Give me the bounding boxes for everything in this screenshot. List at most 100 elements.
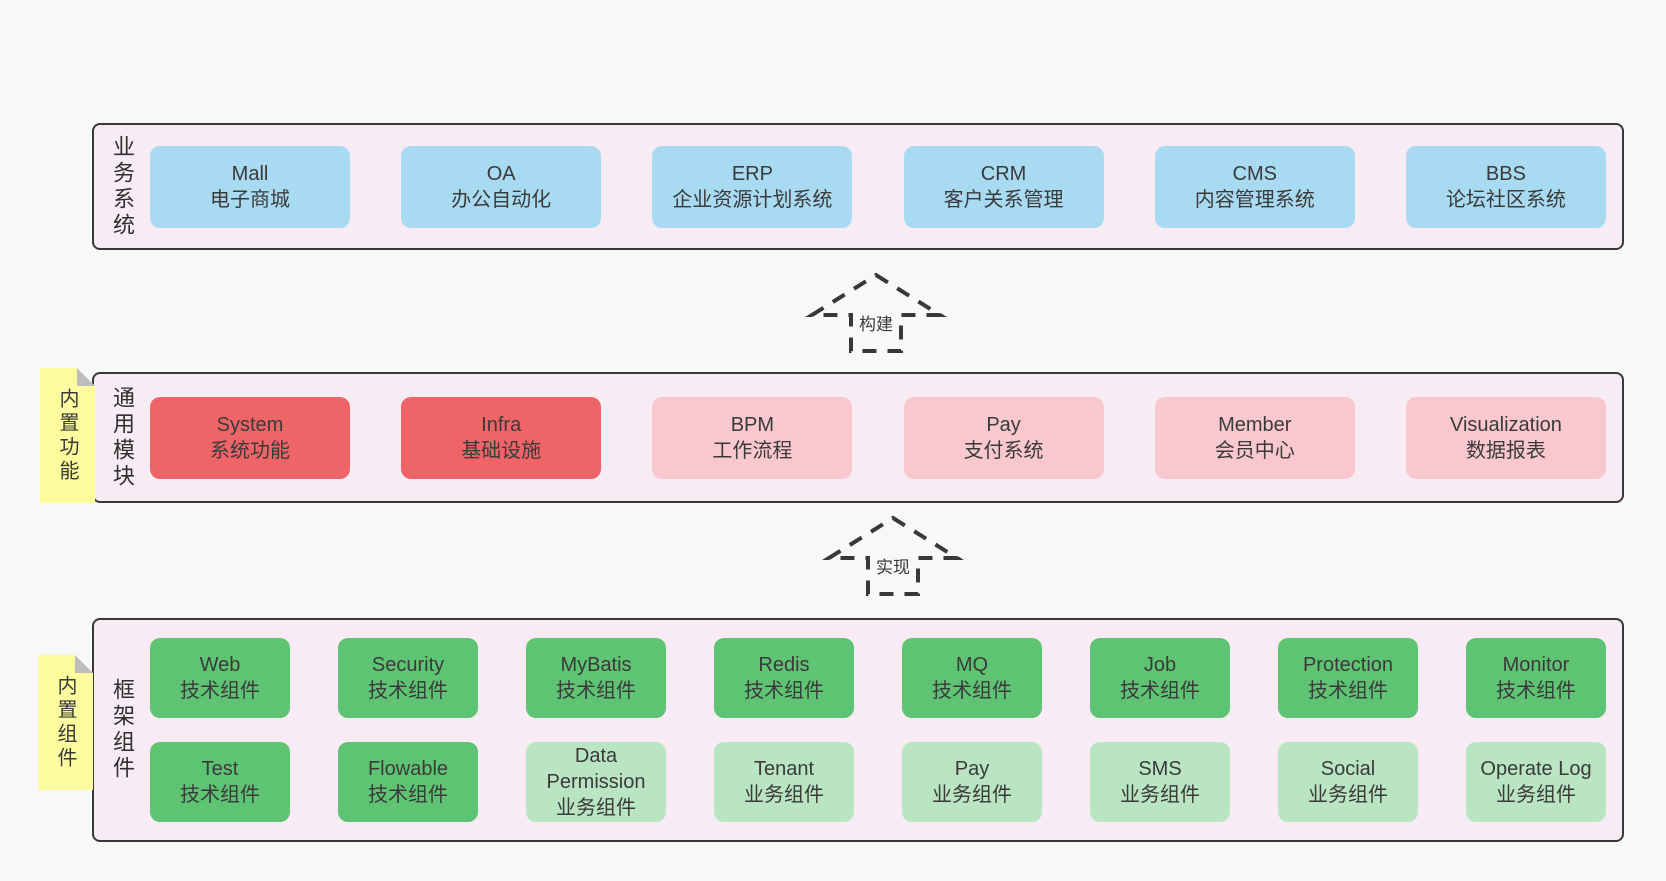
box-subtitle: 系统功能 bbox=[210, 439, 290, 462]
box-security: Security 技术组件 bbox=[338, 638, 478, 718]
box-title: Security bbox=[371, 654, 445, 676]
note-text: 内置功能 bbox=[56, 387, 78, 484]
box-title: Tenant bbox=[753, 758, 815, 780]
box-subtitle: 业务组件 bbox=[1308, 784, 1388, 806]
box-subtitle: 数据报表 bbox=[1465, 439, 1546, 462]
box-redis: Redis 技术组件 bbox=[714, 638, 854, 718]
box-pay-biz: Pay 业务组件 bbox=[902, 742, 1042, 822]
box-bbs: BBS 论坛社区系统 bbox=[1405, 145, 1606, 228]
box-subtitle: 客户关系管理 bbox=[943, 188, 1064, 211]
box-subtitle: 技术组件 bbox=[180, 680, 260, 702]
box-subtitle: 支付系统 bbox=[963, 439, 1044, 462]
box-title: Social bbox=[1320, 758, 1376, 780]
box-flowable: Flowable 技术组件 bbox=[338, 742, 478, 822]
note-fold-icon bbox=[75, 655, 93, 673]
box-tenant: Tenant 业务组件 bbox=[714, 742, 854, 822]
layer-business-systems: 业务系统 Mall 电子商城 OA 办公自动化 ERP 企业资源计划系统 CRM… bbox=[92, 123, 1624, 250]
box-subtitle: 技术组件 bbox=[180, 784, 260, 806]
box-subtitle: 技术组件 bbox=[368, 784, 448, 806]
box-subtitle: 办公自动化 bbox=[451, 188, 552, 211]
box-subtitle: 基础设施 bbox=[461, 439, 542, 462]
box-mq: MQ 技术组件 bbox=[902, 638, 1042, 718]
box-subtitle: 会员中心 bbox=[1214, 439, 1295, 462]
box-title: MQ bbox=[955, 654, 989, 676]
box-subtitle: 电子商城 bbox=[210, 188, 290, 211]
box-oa: OA 办公自动化 bbox=[401, 145, 602, 228]
box-mall: Mall 电子商城 bbox=[150, 145, 350, 228]
box-subtitle: 业务组件 bbox=[556, 797, 636, 819]
layer-common-modules: 通用模块 System 系统功能 Infra 基础设施 BPM 工作流程 Pay… bbox=[92, 372, 1624, 503]
box-title: Member bbox=[1218, 413, 1292, 436]
box-subtitle: 技术组件 bbox=[1120, 680, 1200, 702]
layer-modules-label-text: 通用模块 bbox=[110, 385, 135, 490]
box-title: Redis bbox=[758, 654, 810, 676]
business-boxes: Mall 电子商城 OA 办公自动化 ERP 企业资源计划系统 CRM 客户关系… bbox=[150, 125, 1622, 248]
box-system: System 系统功能 bbox=[150, 396, 350, 479]
arrow-build-label: 构建 bbox=[855, 310, 897, 335]
box-pay: Pay 支付系统 bbox=[903, 396, 1104, 479]
box-title: System bbox=[216, 413, 284, 436]
box-subtitle: 技术组件 bbox=[556, 680, 636, 702]
box-title: Mall bbox=[231, 162, 269, 185]
box-title: Web bbox=[199, 654, 241, 676]
component-row-business: Test 技术组件 Flowable 技术组件 Data Permission … bbox=[150, 742, 1606, 822]
box-infra: Infra 基础设施 bbox=[401, 396, 602, 479]
arrow-implement: 实现 bbox=[822, 514, 964, 598]
box-title: Operate Log bbox=[1480, 758, 1592, 780]
box-title: Pay bbox=[986, 413, 1021, 436]
box-title: Test bbox=[201, 758, 239, 780]
layer-components-label: 框架组件 bbox=[94, 620, 150, 840]
box-subtitle: 技术组件 bbox=[368, 680, 448, 702]
box-visualization: Visualization 数据报表 bbox=[1405, 396, 1606, 479]
module-boxes: System 系统功能 Infra 基础设施 BPM 工作流程 Pay 支付系统… bbox=[150, 374, 1622, 501]
layer-framework-components: 框架组件 Web 技术组件 Security 技术组件 MyBatis 技术组件… bbox=[92, 618, 1624, 842]
up-arrow-icon bbox=[805, 272, 947, 353]
sticky-note-built-in-features: 内置功能 bbox=[40, 368, 95, 503]
box-crm: CRM 客户关系管理 bbox=[903, 145, 1104, 228]
box-test: Test 技术组件 bbox=[150, 742, 290, 822]
component-rows: Web 技术组件 Security 技术组件 MyBatis 技术组件 Redi… bbox=[150, 620, 1622, 840]
box-title: MyBatis bbox=[560, 654, 632, 676]
box-subtitle: 内容管理系统 bbox=[1194, 188, 1315, 211]
box-title: BBS bbox=[1485, 162, 1526, 185]
box-job: Job 技术组件 bbox=[1090, 638, 1230, 718]
box-subtitle: 技术组件 bbox=[744, 680, 824, 702]
box-subtitle: 企业资源计划系统 bbox=[672, 188, 833, 211]
box-title: Pay bbox=[954, 758, 990, 780]
box-title: SMS bbox=[1138, 758, 1182, 780]
box-bpm: BPM 工作流程 bbox=[652, 396, 853, 479]
box-sms: SMS 业务组件 bbox=[1090, 742, 1230, 822]
box-subtitle: 技术组件 bbox=[932, 680, 1012, 702]
box-protection: Protection 技术组件 bbox=[1278, 638, 1418, 718]
box-title: BPM bbox=[730, 413, 775, 436]
box-title: ERP bbox=[731, 162, 773, 185]
box-web: Web 技术组件 bbox=[150, 638, 290, 718]
sticky-note-built-in-components: 内置组件 bbox=[38, 655, 93, 790]
box-title: Visualization bbox=[1449, 413, 1562, 436]
box-social: Social 业务组件 bbox=[1278, 742, 1418, 822]
box-erp: ERP 企业资源计划系统 bbox=[652, 145, 853, 228]
box-title: Job bbox=[1143, 654, 1177, 676]
component-row-tech: Web 技术组件 Security 技术组件 MyBatis 技术组件 Redi… bbox=[150, 638, 1606, 718]
box-title: CMS bbox=[1232, 162, 1277, 185]
box-subtitle: 业务组件 bbox=[1120, 784, 1200, 806]
note-text: 内置组件 bbox=[54, 674, 76, 771]
layer-modules-label: 通用模块 bbox=[94, 374, 150, 501]
box-subtitle: 技术组件 bbox=[1308, 680, 1388, 702]
layer-business-label: 业务系统 bbox=[94, 125, 150, 248]
box-cms: CMS 内容管理系统 bbox=[1154, 145, 1355, 228]
box-title: Flowable bbox=[367, 758, 449, 780]
box-title: Protection bbox=[1302, 654, 1394, 676]
box-title: OA bbox=[486, 162, 516, 185]
box-operate-log: Operate Log 业务组件 bbox=[1466, 742, 1606, 822]
box-subtitle: 技术组件 bbox=[1496, 680, 1576, 702]
box-title: Data Permission bbox=[546, 745, 646, 793]
box-data-permission: Data Permission 业务组件 bbox=[526, 742, 666, 822]
box-subtitle: 业务组件 bbox=[932, 784, 1012, 806]
box-member: Member 会员中心 bbox=[1154, 396, 1355, 479]
box-subtitle: 论坛社区系统 bbox=[1445, 188, 1566, 211]
arrow-implement-label: 实现 bbox=[872, 553, 914, 578]
layer-components-label-text: 框架组件 bbox=[110, 678, 135, 782]
box-title: Infra bbox=[481, 413, 522, 436]
